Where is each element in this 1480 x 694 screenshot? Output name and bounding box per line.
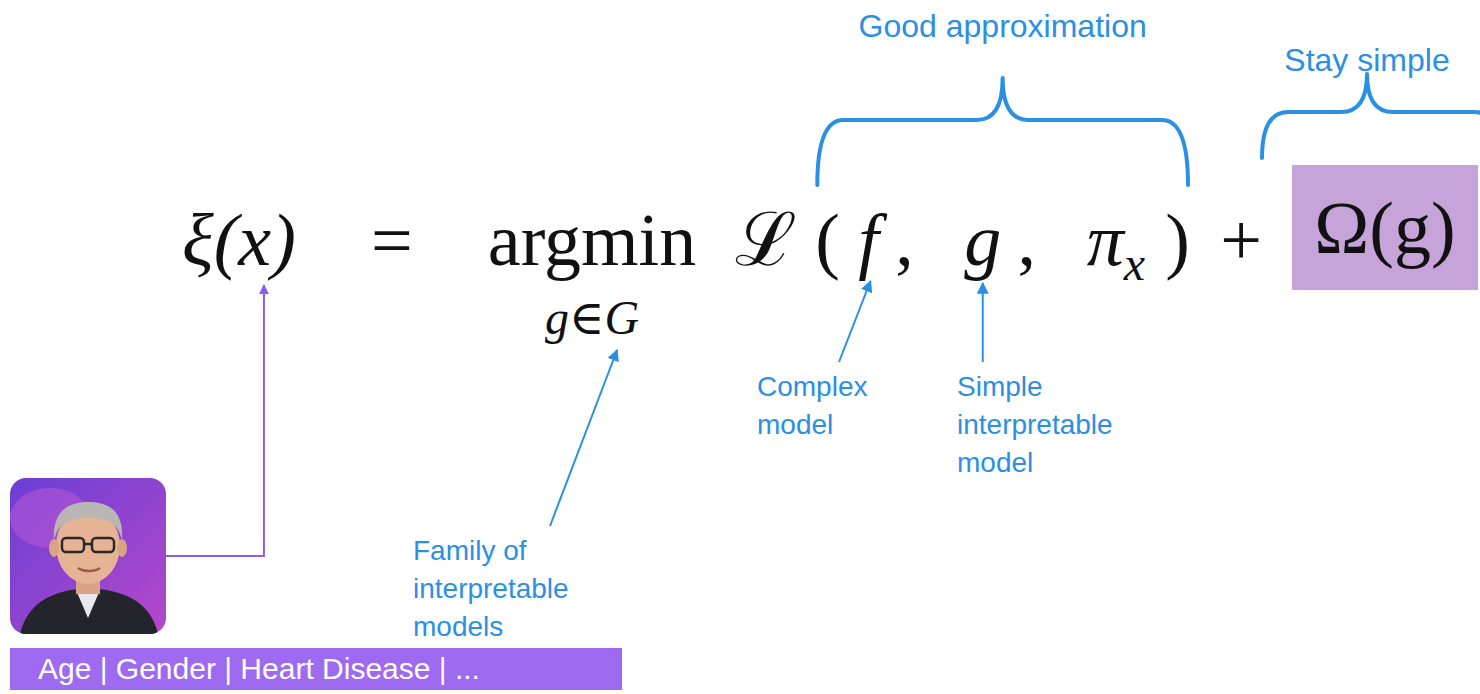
node-text: Ω(g) bbox=[1314, 191, 1455, 265]
formula-subscript: x bbox=[1124, 240, 1145, 288]
leader-line bbox=[166, 285, 264, 556]
formula-term: ξ(x) bbox=[182, 203, 296, 277]
formula-symbol: + bbox=[1220, 203, 1262, 277]
brace-label: Good approximation bbox=[859, 10, 1147, 42]
feature-bar: Age | Gender | Heart Disease | ... bbox=[10, 648, 622, 690]
formula-term: ℒ bbox=[735, 203, 797, 277]
annotation: Simple interpretable model bbox=[957, 368, 1192, 481]
formula-symbol: , bbox=[895, 203, 914, 277]
pointer-arrow bbox=[839, 281, 871, 362]
brace-label: Stay simple bbox=[1284, 44, 1449, 76]
curly-brace bbox=[817, 78, 1188, 185]
pointer-arrow bbox=[550, 350, 617, 526]
annotation: Complex model bbox=[757, 368, 922, 444]
formula-term: g bbox=[964, 203, 1001, 277]
pointer-arrow bbox=[982, 283, 984, 362]
formula-subscript: g∈G bbox=[545, 294, 639, 342]
formula-term: f bbox=[858, 203, 879, 277]
annotation: Family of interpretable models bbox=[413, 532, 648, 645]
formula-symbol: , bbox=[1018, 203, 1037, 277]
formula-symbol: ( bbox=[815, 203, 840, 277]
curly-brace bbox=[1262, 74, 1480, 158]
formula-term: π bbox=[1087, 203, 1124, 277]
formula-symbol: ) bbox=[1165, 203, 1190, 277]
person-photo bbox=[10, 478, 166, 634]
highlight-box: Ω(g) bbox=[1292, 165, 1478, 290]
node-text: Age | Gender | Heart Disease | ... bbox=[38, 654, 480, 684]
formula-operator: argmin bbox=[488, 203, 696, 277]
formula-symbol: = bbox=[371, 203, 413, 277]
